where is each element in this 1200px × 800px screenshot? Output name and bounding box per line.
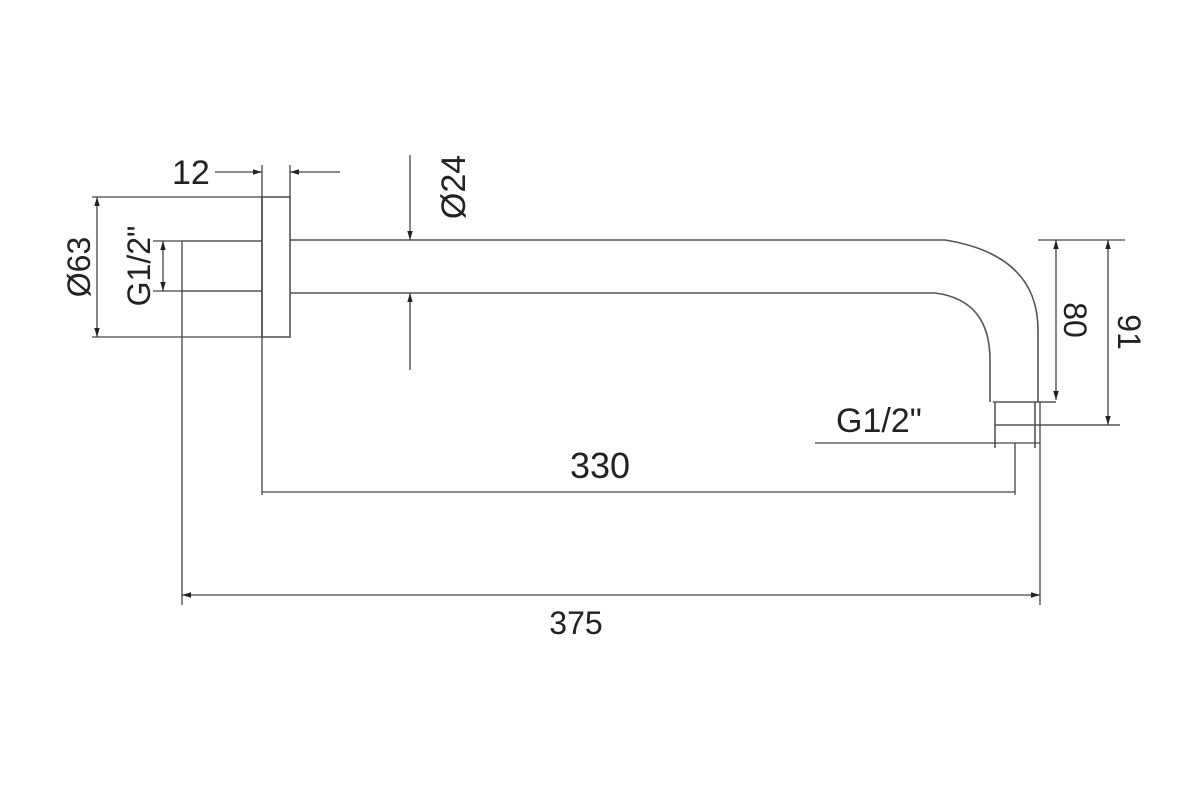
outlet-nipple <box>993 401 1120 448</box>
dim-12-label: 12 <box>172 154 210 192</box>
inlet-stub <box>182 240 262 292</box>
pipe-arm-outer <box>290 239 1039 402</box>
dim-330-label: 330 <box>570 445 630 486</box>
inlet-thread-label: G1/2" <box>121 226 157 307</box>
dim-63-label: Ø63 <box>61 237 97 297</box>
pipe-arm-inner <box>290 292 991 402</box>
dim-375-label: 375 <box>549 605 602 641</box>
dim-91-label: 91 <box>1111 314 1147 350</box>
dim-24-label: Ø24 <box>435 155 473 219</box>
wall-flange <box>261 196 291 338</box>
outlet-thread-label: G1/2" <box>836 402 922 440</box>
dim-80-label: 80 <box>1057 302 1093 338</box>
extension-lines <box>92 165 1125 605</box>
